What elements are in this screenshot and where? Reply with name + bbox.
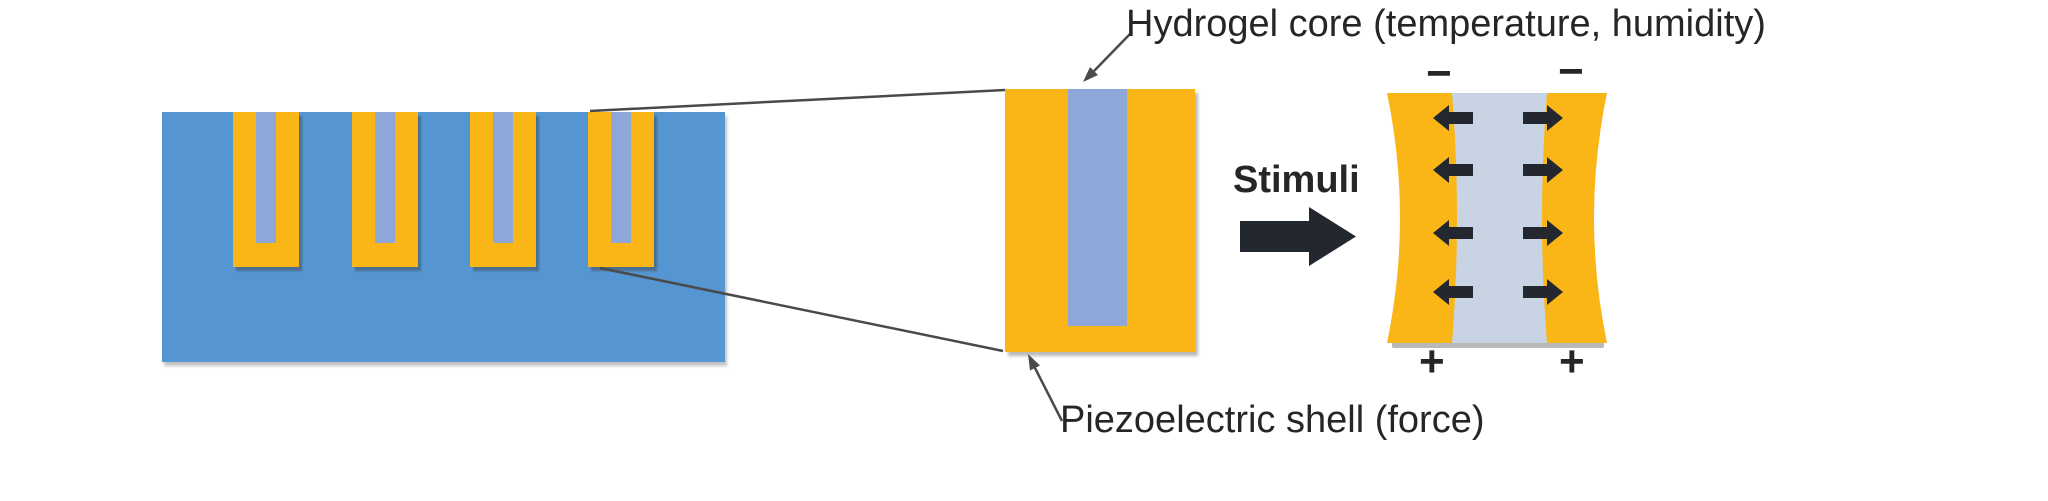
- charge-plus-left: +: [1419, 337, 1445, 386]
- hydrogel-pointer-arrowhead: [1083, 67, 1098, 82]
- polarization-arrow-right: [1523, 279, 1563, 305]
- polarization-arrow-left: [1433, 105, 1473, 131]
- stimuli-label: Stimuli: [1233, 159, 1360, 201]
- micropillar: [588, 112, 654, 267]
- micropillar-core: [611, 112, 631, 243]
- micropillar: [470, 112, 536, 267]
- hydrogel-core-label: Hydrogel core (temperature, humidity): [1126, 3, 1766, 45]
- charge-minus-left: −: [1426, 49, 1452, 98]
- substrate: [162, 112, 725, 362]
- polarization-arrow-right: [1523, 105, 1563, 131]
- charge-plus-right: +: [1559, 337, 1585, 386]
- micropillar-core: [256, 112, 276, 243]
- polarization-arrows: [1433, 105, 1563, 305]
- micropillar: [233, 112, 299, 267]
- stimuli-arrow: [1240, 207, 1356, 266]
- piezoelectric-pointer-line: [1033, 367, 1064, 422]
- unit-cell-core: [1068, 89, 1127, 326]
- micropillar-core: [493, 112, 513, 243]
- deformed-shell: [1387, 93, 1607, 343]
- polarization-arrow-left: [1433, 220, 1473, 246]
- micropillar: [352, 112, 418, 267]
- piezoelectric-pointer-arrowhead: [1028, 354, 1040, 371]
- polarization-arrow-right: [1523, 157, 1563, 183]
- polarization-arrow-right: [1523, 220, 1563, 246]
- zoom-leader-line-top: [589, 88, 1006, 113]
- polarization-arrow-left: [1433, 279, 1473, 305]
- polarization-arrow-left: [1433, 157, 1473, 183]
- charge-minus-right: −: [1558, 47, 1584, 96]
- piezoelectric-shell-label: Piezoelectric shell (force): [1060, 399, 1485, 441]
- deformed-core: [1452, 93, 1547, 343]
- unit-cell-shell: [1005, 89, 1195, 352]
- hydrogel-pointer-line: [1093, 33, 1131, 72]
- micropillar-core: [375, 112, 395, 243]
